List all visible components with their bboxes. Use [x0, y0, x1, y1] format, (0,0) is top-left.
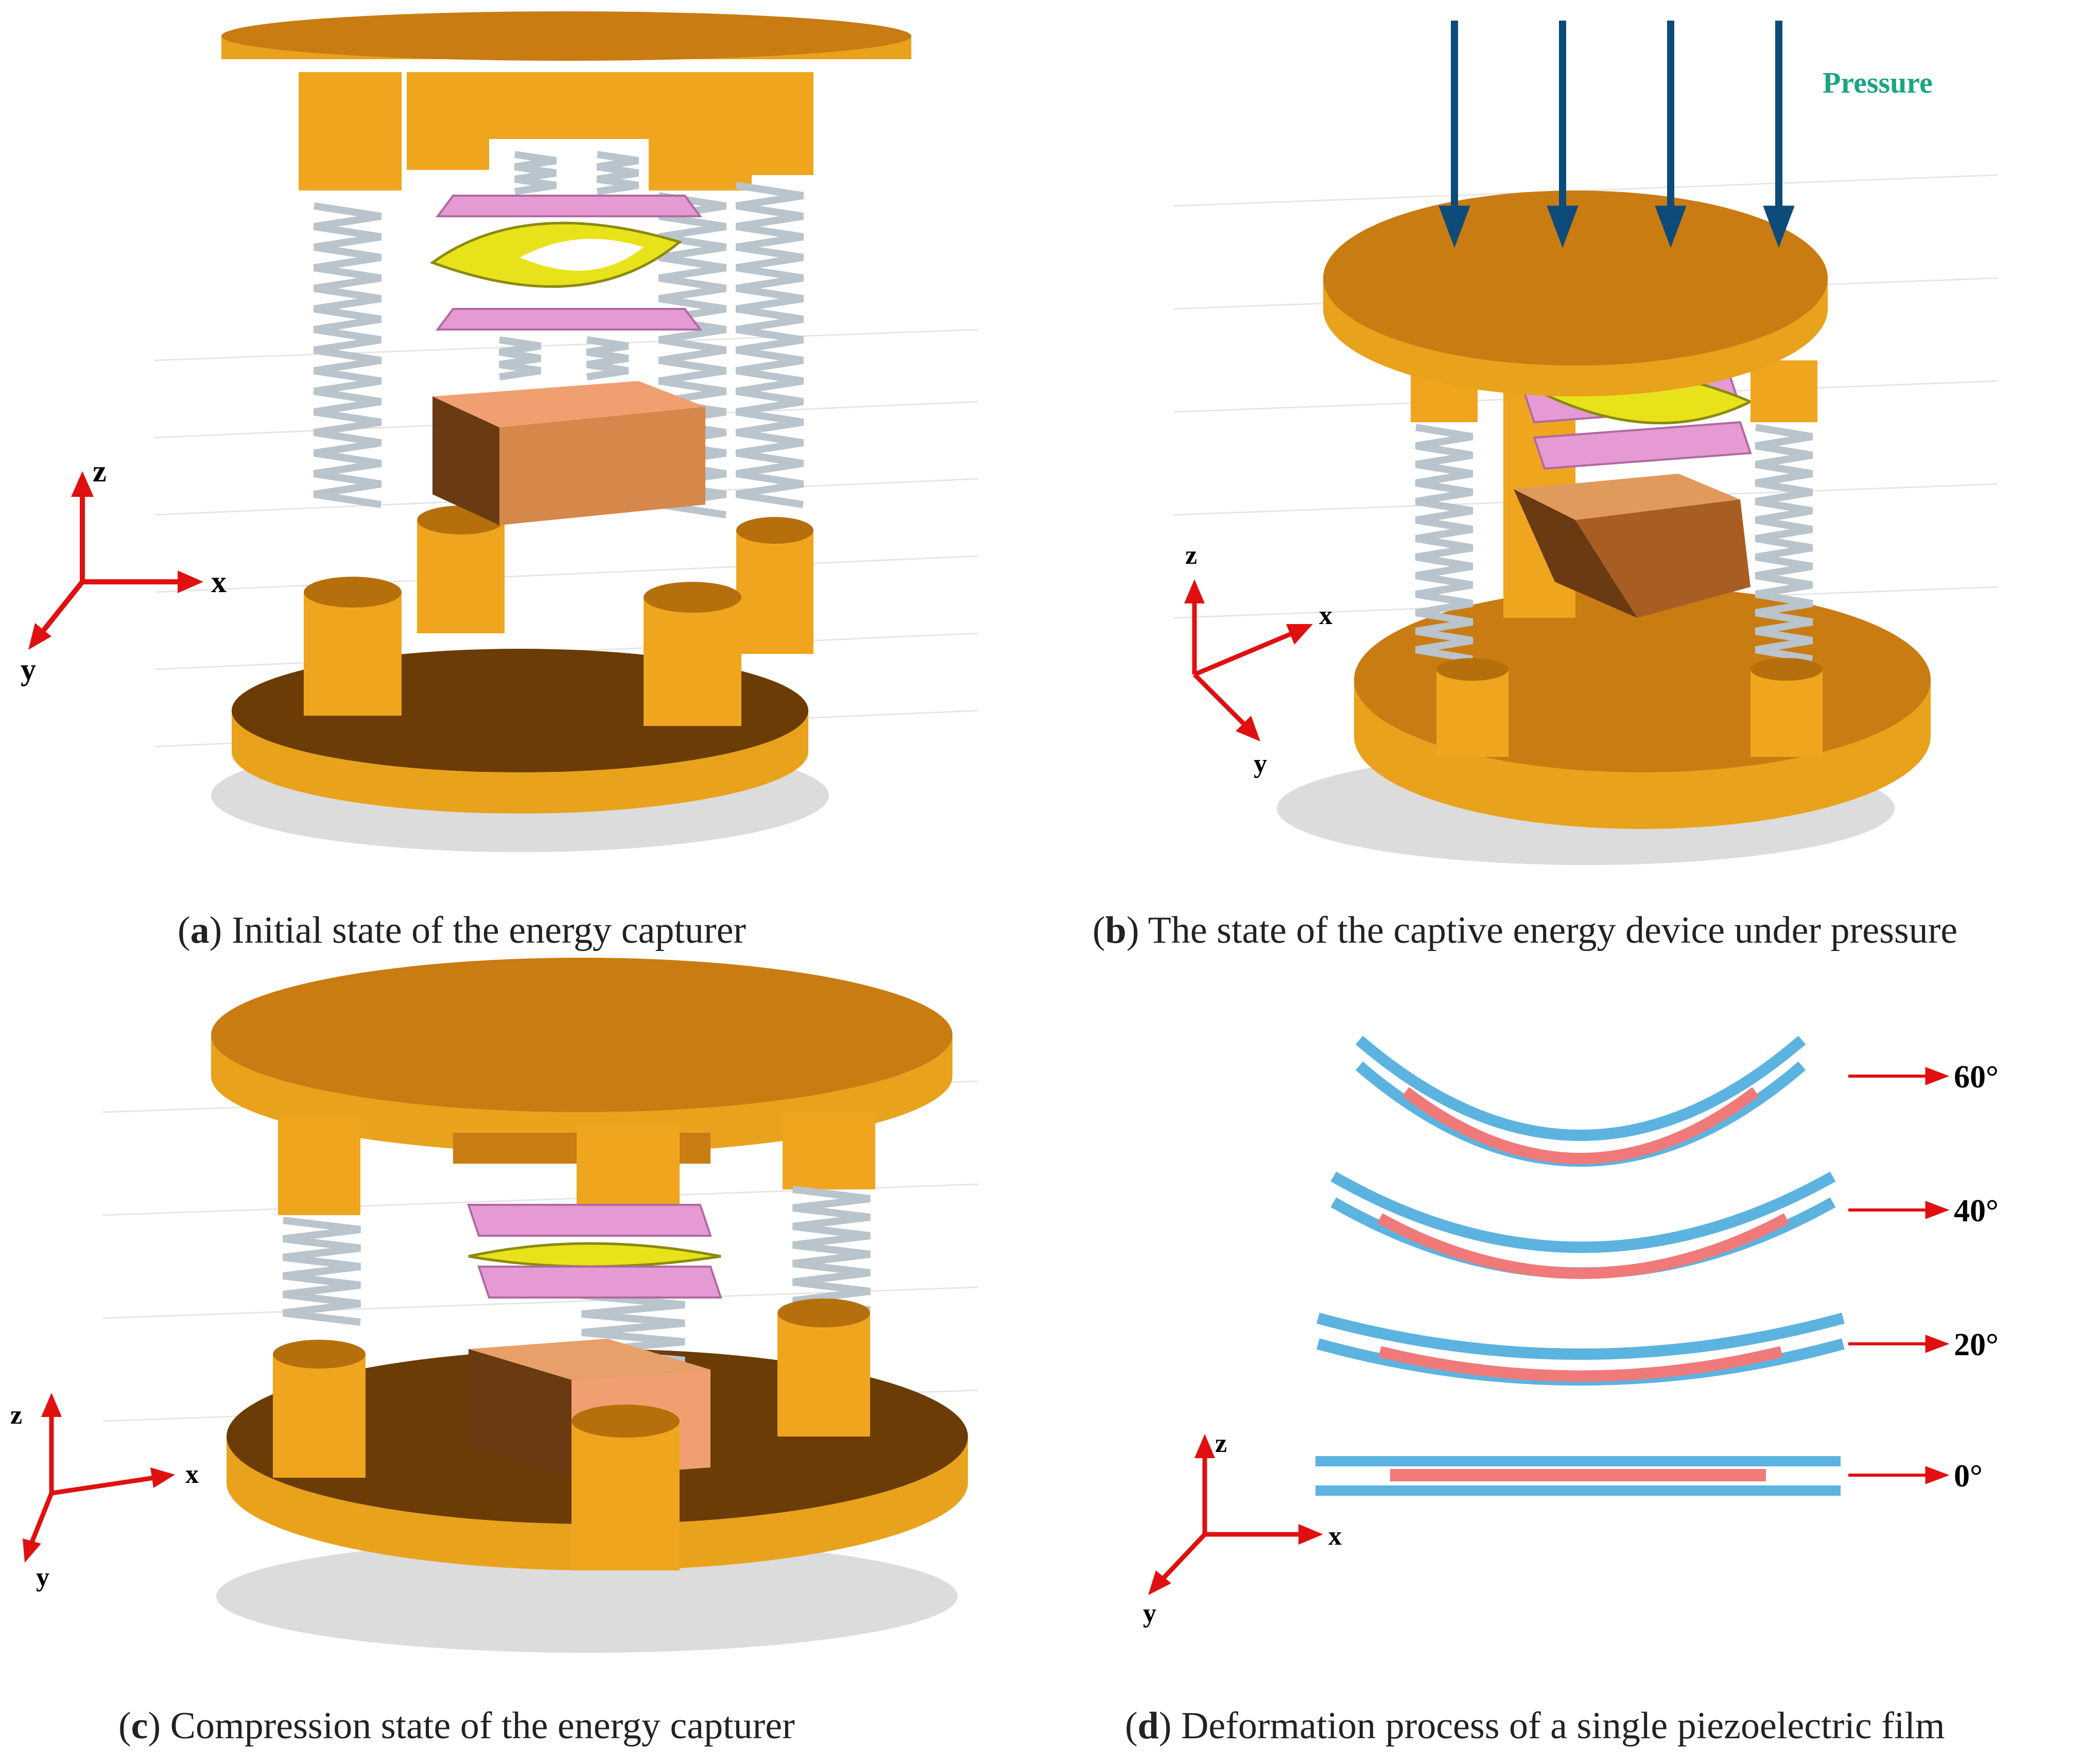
- axis-y-label: y: [1254, 749, 1267, 779]
- energy-capturer-initial-illustration: z x y: [21, 11, 979, 852]
- film-0: [1315, 1456, 1841, 1496]
- axis-z-label: z: [1215, 1429, 1227, 1458]
- angle-label-40: 40°: [1954, 1194, 1999, 1229]
- caption-d: (d) Deformation process of a single piez…: [1125, 1705, 1945, 1747]
- axis-x-label: x: [1328, 1521, 1342, 1551]
- film-40: [1330, 1171, 1836, 1279]
- angle-label-60: 60°: [1954, 1060, 1999, 1095]
- axis-x-label: x: [211, 565, 227, 599]
- panel-d: 60° 40° 20° 0° z x y (d) Deformation pro…: [1071, 958, 2080, 1764]
- panel-b: Pressure z x y (b) The state of the capt…: [1071, 0, 2080, 952]
- pressure-arrows: [1438, 21, 1795, 248]
- caption-c-letter: c: [131, 1705, 148, 1747]
- piezoelectric-film-deformation-illustration: 60° 40° 20° 0° z x y: [1143, 1035, 1999, 1628]
- axis-x-label: x: [185, 1460, 199, 1489]
- caption-d-text: Deformation process of a single piezoele…: [1171, 1705, 1945, 1747]
- caption-b-letter: b: [1105, 909, 1126, 952]
- axis-y-label: y: [36, 1563, 49, 1592]
- caption-d-letter: d: [1137, 1705, 1159, 1747]
- angle-label-0: 0°: [1954, 1459, 1983, 1494]
- caption-a-letter: a: [190, 909, 210, 952]
- angle-label-20: 20°: [1954, 1327, 1999, 1362]
- axes-triad-b: z x y: [1184, 541, 1332, 779]
- axis-y-label: y: [21, 652, 36, 686]
- film-20: [1316, 1312, 1845, 1386]
- axis-z-label: z: [10, 1400, 22, 1430]
- axis-z-label: z: [1185, 541, 1197, 570]
- panel-c: z x y (c) Compression state of the energ…: [0, 958, 1009, 1764]
- caption-a: (a) Initial state of the energy capturer: [178, 909, 747, 952]
- axis-y-label: y: [1143, 1599, 1156, 1628]
- energy-capturer-compression-illustration: z x y: [10, 958, 979, 1653]
- caption-b-text: The state of the captive energy device u…: [1139, 909, 1958, 952]
- axes-triad-d: z x y: [1143, 1429, 1342, 1628]
- axes-triad-c: z x y: [10, 1393, 199, 1592]
- pressure-label: Pressure: [1823, 66, 1933, 99]
- panel-a: z x y (a) Initial state of the energy ca…: [0, 0, 1009, 952]
- axis-z-label: z: [93, 454, 107, 488]
- axes-triad-a: z x y: [21, 454, 227, 686]
- energy-device-under-pressure-illustration: Pressure z x y: [1173, 21, 1998, 865]
- axis-x-label: x: [1319, 601, 1332, 630]
- caption-b: (b) The state of the captive energy devi…: [1093, 909, 1958, 952]
- caption-a-text: Initial state of the energy capturer: [222, 909, 747, 952]
- caption-c: (c) Compression state of the energy capt…: [118, 1705, 795, 1747]
- film-60: [1355, 1035, 1806, 1167]
- caption-c-text: Compression state of the energy capturer: [161, 1705, 795, 1747]
